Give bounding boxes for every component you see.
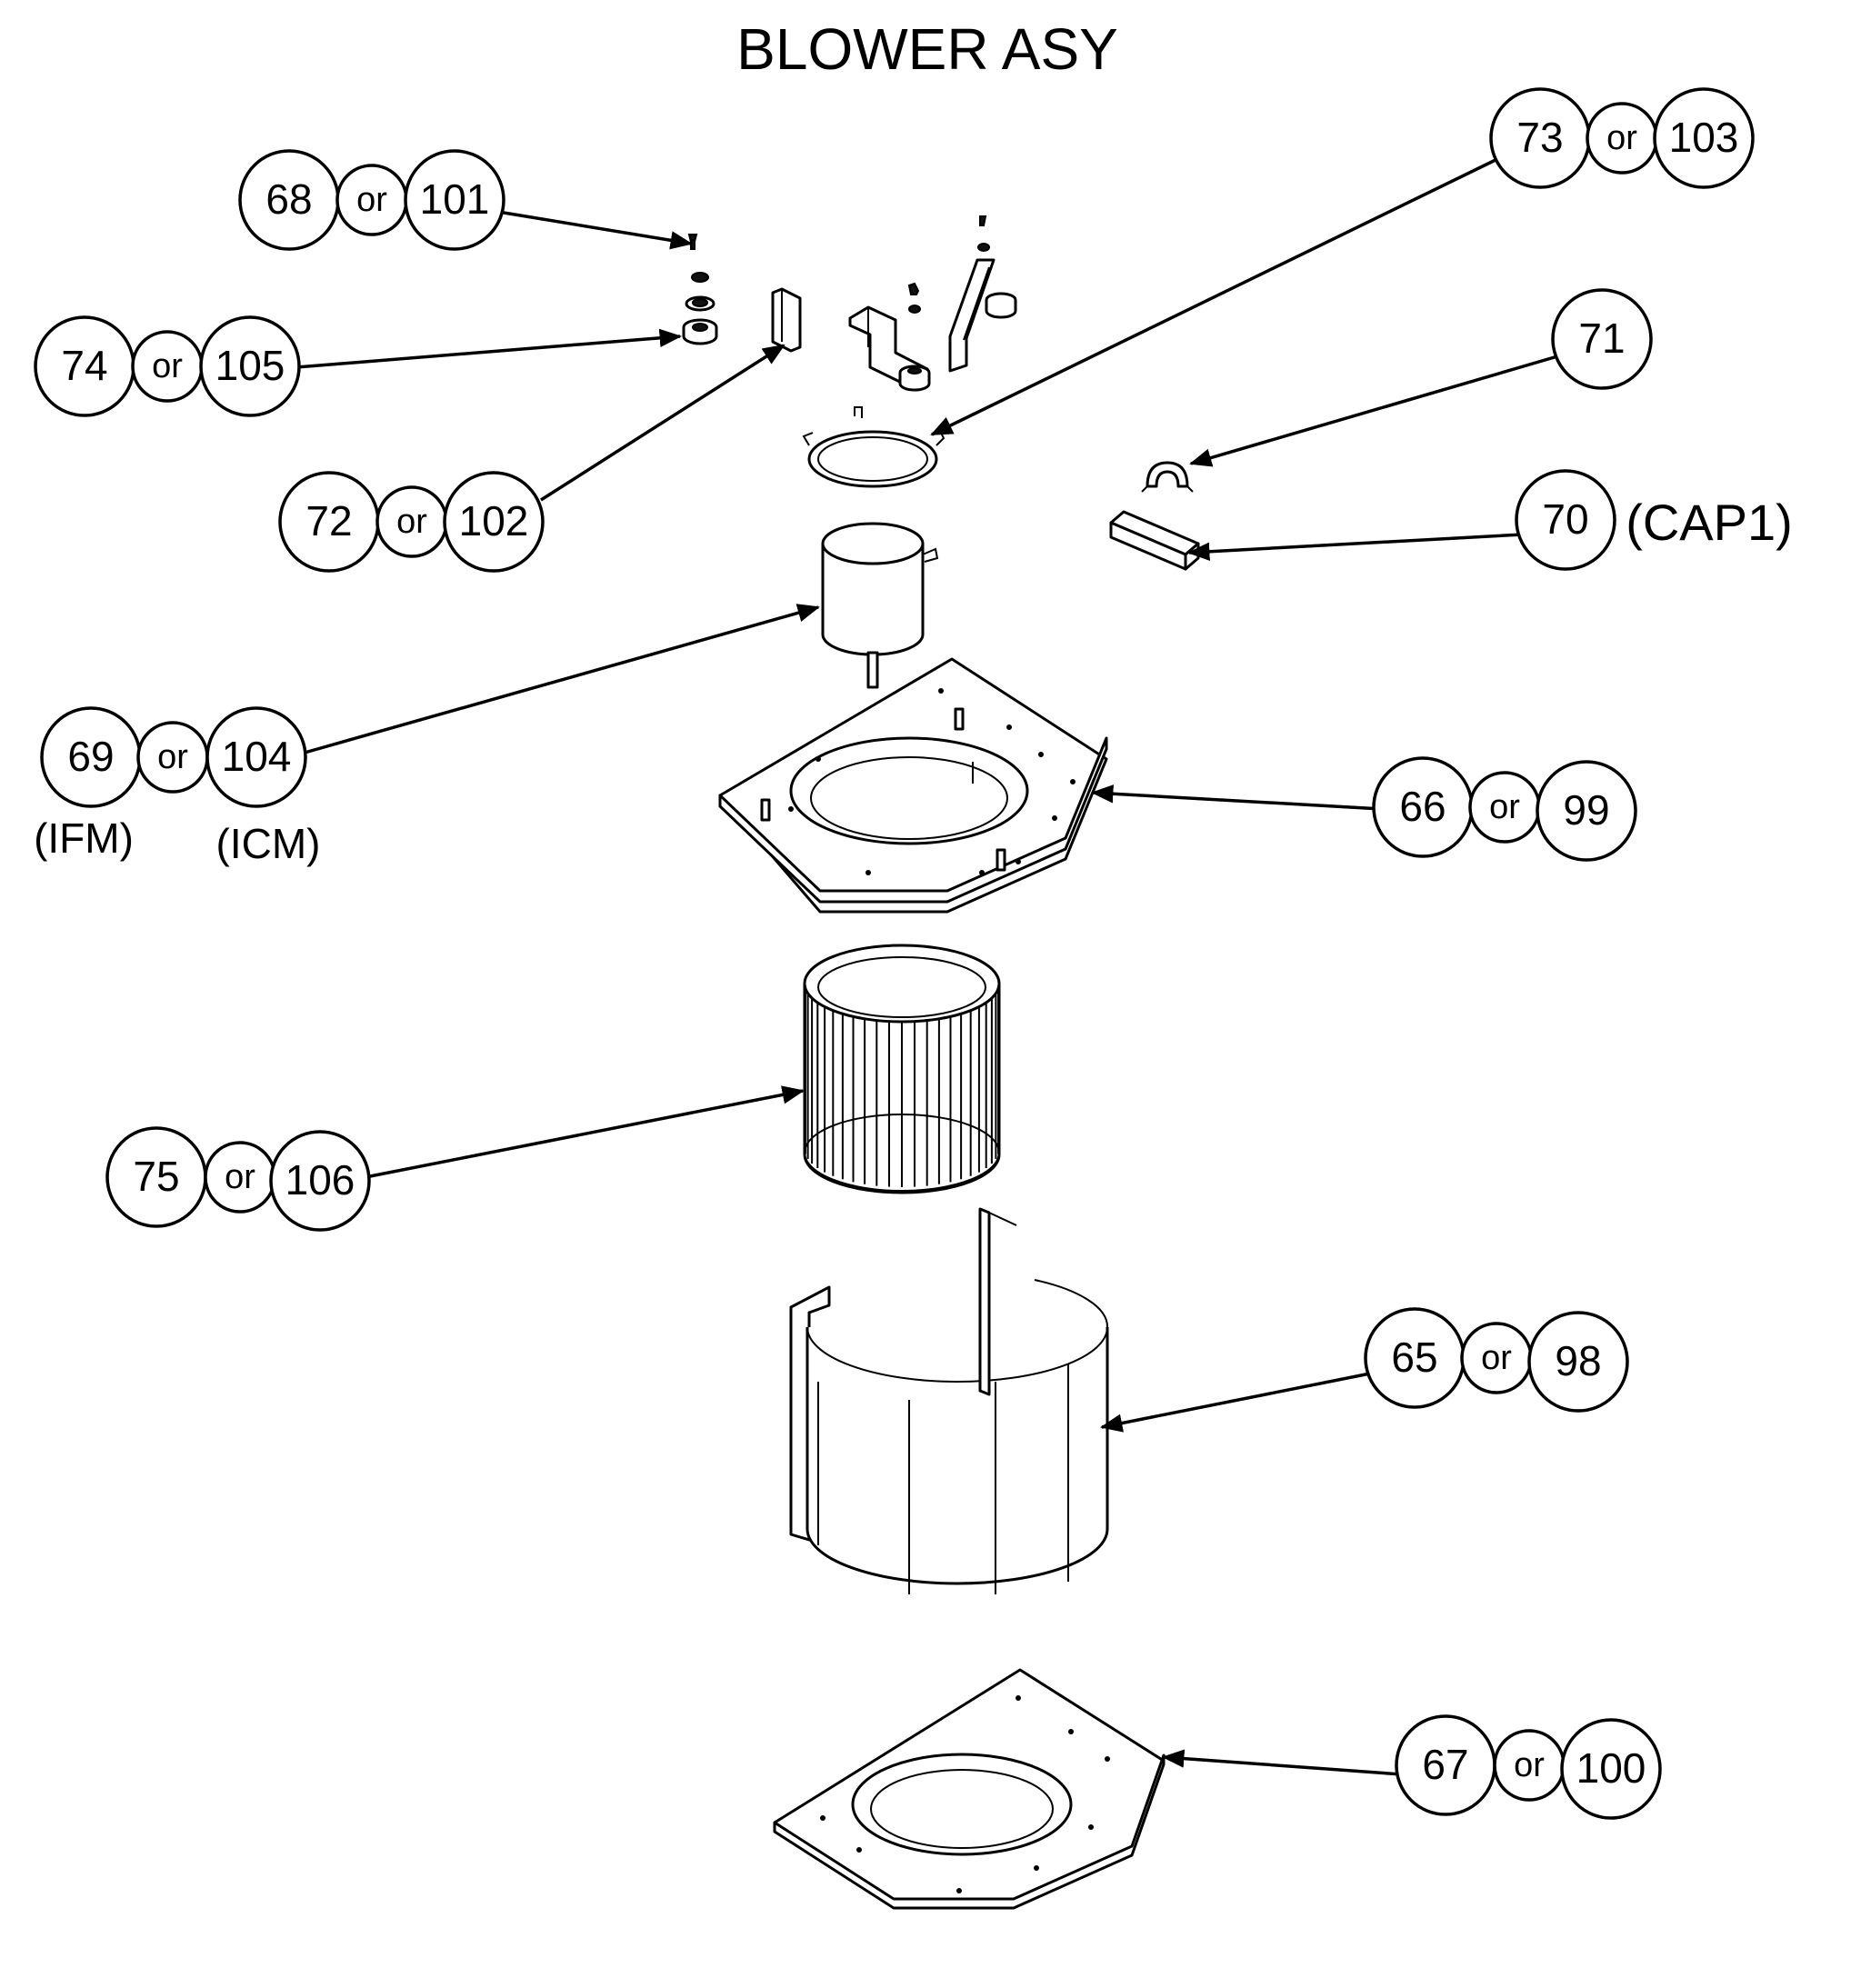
callout-74-105: 74 or 105 bbox=[34, 315, 301, 417]
callout-part-number: 104 bbox=[222, 733, 292, 780]
blower-wheel bbox=[803, 944, 1001, 1194]
callout-part-number: 71 bbox=[1578, 315, 1625, 362]
bolt-and-grommet-left bbox=[682, 234, 718, 345]
callout-note-ifm: (IFM) bbox=[34, 814, 134, 862]
callout-or: or bbox=[1481, 1339, 1512, 1377]
blower-bottom-plate bbox=[773, 1668, 1166, 1910]
callout-73-103: 73 or 103 bbox=[1489, 87, 1755, 189]
callout-or: or bbox=[396, 503, 427, 541]
callout-part-number: 103 bbox=[1669, 114, 1739, 161]
callout-65-98: 65 or 98 bbox=[1364, 1307, 1629, 1413]
callout-part-number: 73 bbox=[1516, 114, 1563, 161]
callout-72-102: 72 or 102 bbox=[278, 471, 545, 573]
leader-69-104 bbox=[304, 604, 820, 754]
diagram-title: BLOWER ASY bbox=[736, 16, 1118, 82]
callout-part-number: 66 bbox=[1399, 783, 1446, 830]
leader-71 bbox=[1189, 353, 1565, 467]
callout-note-cap1: (CAP1) bbox=[1626, 494, 1793, 551]
callout-part-number: 69 bbox=[67, 733, 114, 780]
motor-bracket-small bbox=[771, 287, 802, 353]
capacitor-strap bbox=[1141, 461, 1194, 493]
callout-part-number: 102 bbox=[459, 497, 529, 544]
callout-75-106: 75 or 106 bbox=[105, 1126, 371, 1232]
callout-part-number: 98 bbox=[1555, 1337, 1601, 1384]
callout-part-number: 72 bbox=[305, 497, 352, 544]
callout-part-number: 70 bbox=[1542, 495, 1588, 543]
callout-or: or bbox=[1514, 1746, 1545, 1784]
callout-note-icm: (ICM) bbox=[216, 820, 321, 867]
leader-70 bbox=[1186, 533, 1524, 561]
motor-bracket-center bbox=[848, 282, 931, 392]
leader-75-106 bbox=[365, 1085, 805, 1179]
capacitor bbox=[1109, 510, 1200, 571]
blower-motor bbox=[821, 522, 939, 689]
callout-or: or bbox=[152, 347, 183, 385]
callout-70: 70 (CAP1) bbox=[1515, 469, 1793, 571]
leader-67-100 bbox=[1161, 1749, 1403, 1776]
blower-top-plate bbox=[718, 657, 1108, 914]
callout-part-number: 101 bbox=[420, 175, 490, 223]
callout-part-number: 100 bbox=[1576, 1744, 1646, 1792]
callout-part-number: 75 bbox=[133, 1153, 179, 1200]
leader-68-101 bbox=[497, 210, 694, 250]
callout-part-number: 105 bbox=[215, 342, 285, 389]
callout-66-99: 66 or 99 bbox=[1372, 756, 1637, 862]
leader-65-98 bbox=[1099, 1371, 1376, 1433]
callout-or: or bbox=[356, 181, 387, 219]
leader-73-103 bbox=[930, 158, 1496, 436]
callout-or: or bbox=[225, 1158, 255, 1196]
callout-71: 71 bbox=[1551, 288, 1653, 390]
callout-part-number: 65 bbox=[1391, 1334, 1437, 1381]
callout-part-number: 68 bbox=[265, 175, 312, 223]
callout-part-number: 106 bbox=[285, 1156, 355, 1204]
callout-or: or bbox=[157, 738, 188, 776]
callout-or: or bbox=[1489, 788, 1520, 826]
callout-67-100: 67 or 100 bbox=[1395, 1714, 1662, 1820]
callout-68-101: 68 or 101 bbox=[238, 149, 505, 251]
callout-part-number: 67 bbox=[1422, 1741, 1468, 1788]
motor-mount-ring bbox=[802, 406, 946, 488]
callout-or: or bbox=[1606, 119, 1637, 157]
motor-bracket-right bbox=[948, 215, 1017, 373]
blower-housing bbox=[789, 1207, 1109, 1594]
leader-lines bbox=[295, 158, 1565, 1776]
callout-part-number: 99 bbox=[1563, 786, 1609, 834]
leader-66-99 bbox=[1090, 784, 1383, 811]
leader-72-102 bbox=[540, 344, 785, 502]
callout-part-number: 74 bbox=[61, 342, 107, 389]
wheel-blades bbox=[804, 988, 1000, 1187]
leader-74-105 bbox=[295, 328, 683, 369]
callout-69-104: 69 or 104 (IFM) (ICM) bbox=[34, 706, 321, 867]
